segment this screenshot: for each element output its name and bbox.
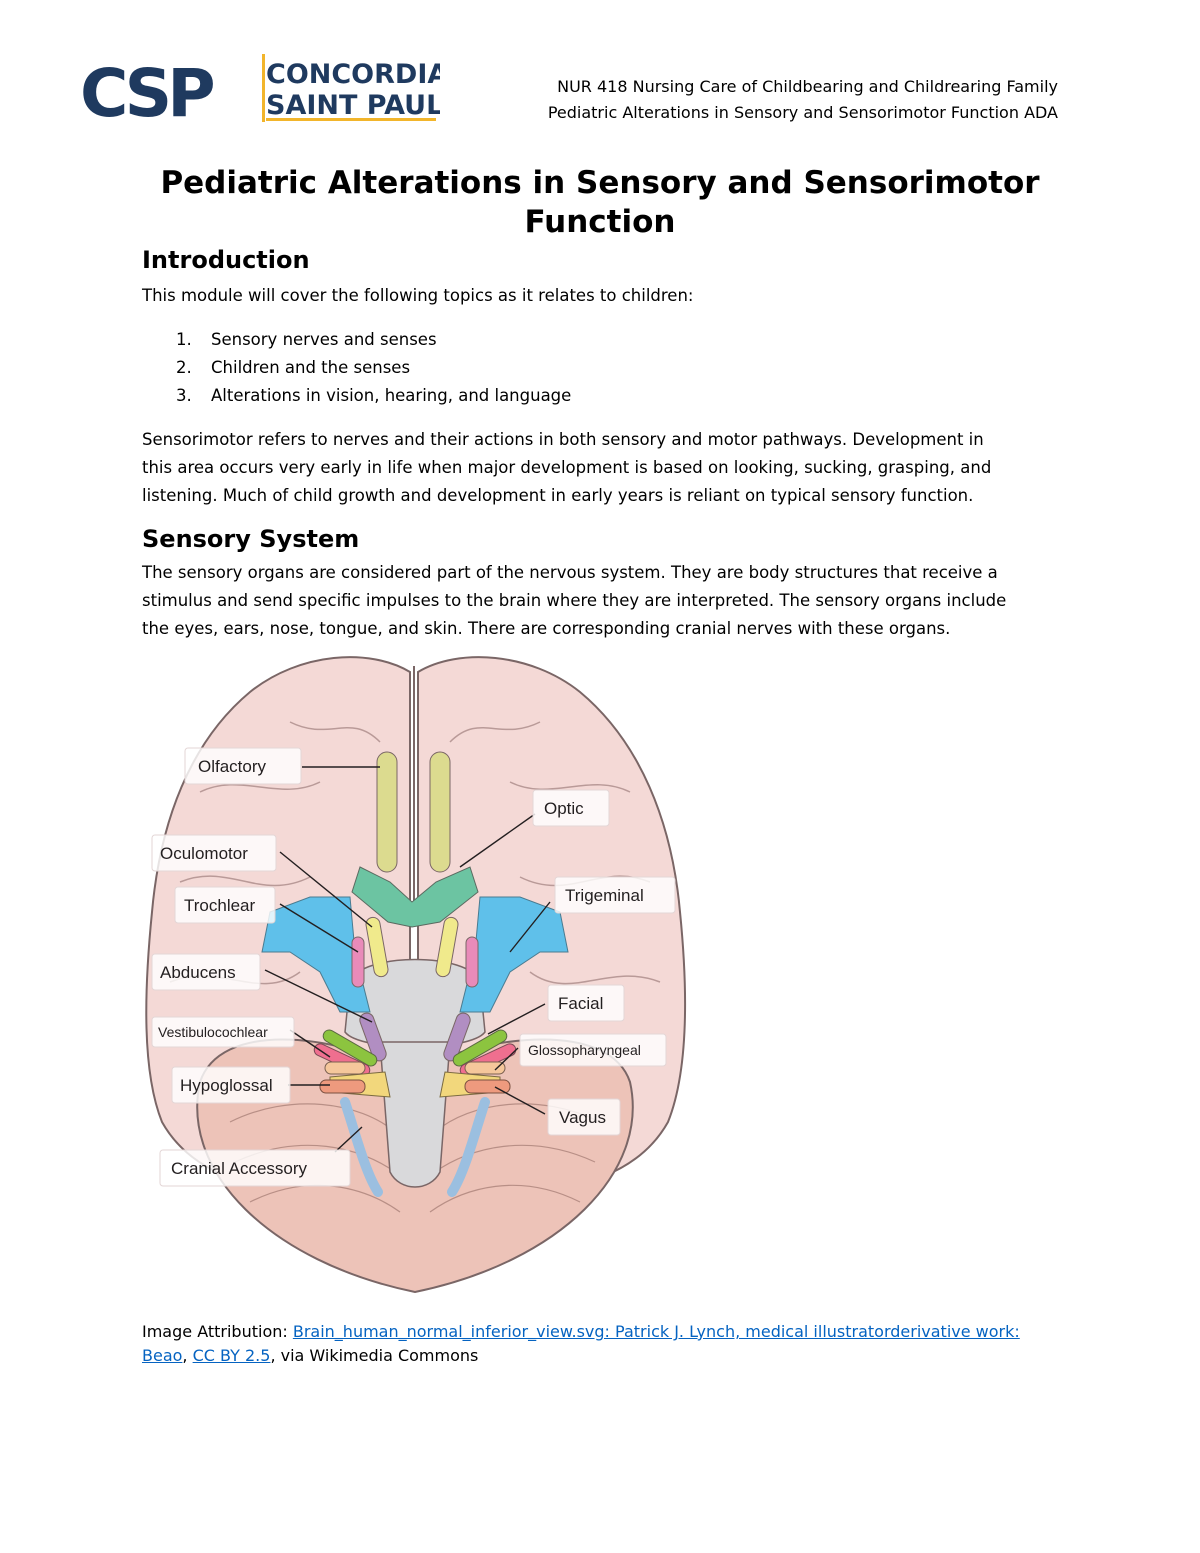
introduction-heading: Introduction bbox=[142, 246, 310, 274]
attribution-license-link[interactable]: CC BY 2.5 bbox=[192, 1346, 271, 1365]
logo-underline bbox=[266, 118, 436, 121]
logo-line2: SAINT PAUL bbox=[266, 90, 440, 121]
oculomotor-nerve-left bbox=[365, 916, 389, 978]
medulla bbox=[379, 1041, 451, 1188]
list-item-number: 1. bbox=[176, 330, 192, 349]
label-oculomotor: Oculomotor bbox=[151, 834, 277, 872]
trigeminal-nerve-right bbox=[459, 896, 569, 1013]
image-attribution: Image Attribution: Brain_human_normal_in… bbox=[142, 1320, 1042, 1368]
logo-divider bbox=[262, 54, 265, 122]
list-item-number: 3. bbox=[176, 386, 192, 405]
sensory-system-paragraph: The sensory organs are considered part o… bbox=[142, 559, 1062, 643]
title-line-2: Function bbox=[524, 204, 676, 240]
accessory-nerve-right bbox=[447, 1097, 490, 1197]
abducens-nerve-left bbox=[359, 1012, 387, 1062]
list-item: 3. Alterations in vision, hearing, and la… bbox=[176, 382, 571, 410]
label-vestibulocochlear: Vestibulocochlear bbox=[151, 1016, 295, 1048]
label-facial-text: Facial bbox=[558, 994, 603, 1013]
label-olfactory-text: Olfactory bbox=[198, 757, 267, 776]
label-abducens-text: Abducens bbox=[160, 963, 236, 982]
facial-nerve-right bbox=[452, 1029, 508, 1067]
paragraph-line: this area occurs very early in life when… bbox=[142, 458, 992, 477]
trochlear-nerve-right bbox=[465, 936, 479, 988]
label-leader-lines bbox=[264, 766, 551, 1153]
accessory-nerve-left bbox=[340, 1097, 383, 1197]
label-vestibulocochlear-text: Vestibulocochlear bbox=[158, 1024, 268, 1040]
label-trigeminal-text: Trigeminal bbox=[565, 886, 644, 905]
label-trigeminal: Trigeminal bbox=[554, 876, 676, 914]
csp-logo: CSP CONCORDIA SAINT PAUL bbox=[80, 54, 440, 122]
label-glossopharyngeal: Glossopharyngeal bbox=[519, 1033, 667, 1067]
header-course: NUR 418 Nursing Care of Childbearing and… bbox=[557, 77, 1058, 96]
abducens-nerve-right bbox=[443, 1012, 471, 1062]
label-olfactory: Olfactory bbox=[184, 747, 302, 785]
optic-chiasm bbox=[351, 866, 479, 928]
title-line-1: Pediatric Alterations in Sensory and Sen… bbox=[160, 165, 1040, 201]
facial-nerve-left bbox=[322, 1029, 378, 1067]
header-module: Pediatric Alterations in Sensory and Sen… bbox=[547, 103, 1058, 122]
hypoglossal-nerve-left bbox=[324, 1061, 366, 1075]
label-vagus-text: Vagus bbox=[559, 1108, 606, 1127]
label-cranial-accessory-text: Cranial Accessory bbox=[171, 1159, 308, 1178]
label-abducens: Abducens bbox=[151, 953, 261, 991]
list-item-text: Children and the senses bbox=[211, 358, 411, 377]
label-oculomotor-text: Oculomotor bbox=[160, 844, 248, 863]
hypoglossal-nerve-right bbox=[464, 1061, 506, 1075]
cranial-nerves-brain-diagram: Olfactory Optic Oculomotor Trigeminal Tr… bbox=[145, 656, 686, 1294]
label-trochlear-text: Trochlear bbox=[184, 896, 256, 915]
oculomotor-nerve-right bbox=[435, 916, 459, 978]
attribution-separator: , bbox=[182, 1346, 193, 1365]
label-cranial-accessory: Cranial Accessory bbox=[159, 1149, 351, 1187]
label-trochlear: Trochlear bbox=[174, 886, 276, 924]
logo-line1: CONCORDIA bbox=[266, 59, 440, 90]
topics-list: 1. Sensory nerves and senses 2. Children a… bbox=[176, 326, 571, 410]
olfactory-nerve-right bbox=[429, 751, 451, 873]
label-hypoglossal-text: Hypoglossal bbox=[180, 1076, 273, 1095]
trigeminal-nerve-left bbox=[261, 896, 371, 1013]
label-hypoglossal: Hypoglossal bbox=[171, 1066, 291, 1104]
attribution-suffix: , via Wikimedia Commons bbox=[270, 1346, 479, 1365]
paragraph-line: stimulus and send specific impulses to t… bbox=[142, 591, 1007, 610]
sensory-system-heading: Sensory System bbox=[142, 525, 360, 553]
list-item-number: 2. bbox=[176, 358, 192, 377]
list-item-text: Alterations in vision, hearing, and lang… bbox=[211, 386, 572, 405]
list-item: 1. Sensory nerves and senses bbox=[176, 326, 571, 354]
attribution-prefix: Image Attribution: bbox=[142, 1322, 293, 1341]
label-optic: Optic bbox=[532, 789, 610, 827]
label-glossopharyngeal-text: Glossopharyngeal bbox=[528, 1042, 641, 1058]
vagus-nerve-left bbox=[319, 1079, 366, 1094]
label-vagus: Vagus bbox=[547, 1098, 621, 1136]
page-title: Pediatric Alterations in Sensory and Sen… bbox=[100, 164, 1100, 242]
paragraph-line: Sensorimotor refers to nerves and their … bbox=[142, 430, 984, 449]
olfactory-nerve-left bbox=[376, 751, 398, 873]
trochlear-nerve-left bbox=[351, 936, 365, 988]
paragraph-line: the eyes, ears, nose, tongue, and skin. … bbox=[142, 619, 951, 638]
paragraph-line: listening. Much of child growth and deve… bbox=[142, 486, 974, 505]
attribution-source-link[interactable]: Brain_human_normal_inferior_view.svg: Pa… bbox=[142, 1322, 1020, 1365]
document-header: NUR 418 Nursing Care of Childbearing and… bbox=[548, 74, 1058, 126]
csp-logo-mark: CSP bbox=[80, 55, 213, 122]
sensorimotor-paragraph: Sensorimotor refers to nerves and their … bbox=[142, 426, 1062, 510]
introduction-lead: This module will cover the following top… bbox=[142, 286, 694, 305]
label-facial: Facial bbox=[547, 984, 625, 1022]
paragraph-line: The sensory organs are considered part o… bbox=[142, 563, 998, 582]
list-item: 2. Children and the senses bbox=[176, 354, 571, 382]
list-item-text: Sensory nerves and senses bbox=[211, 330, 437, 349]
label-optic-text: Optic bbox=[544, 799, 584, 818]
